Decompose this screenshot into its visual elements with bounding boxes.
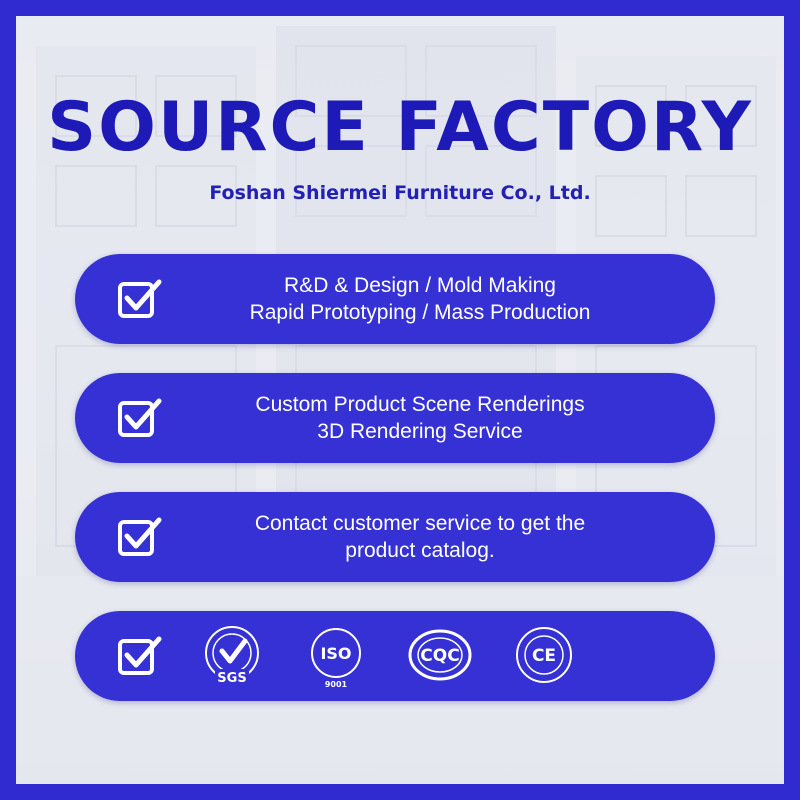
certifications-pill: SGS ISO 9001 CQC CE [75,611,715,701]
feature-line: 3D Rendering Service [317,420,523,443]
checkbox-check-icon [118,636,162,675]
ce-icon: CE [516,627,572,683]
checkbox-check-icon [118,517,162,556]
certification-logos: SGS ISO 9001 CQC CE [195,623,581,689]
page-title: SOURCE FACTORY [47,88,753,167]
feature-pill-catalog: Contact customer service to get the prod… [75,492,715,582]
feature-line: product catalog. [345,539,495,562]
feature-line: R&D & Design / Mold Making [284,274,556,297]
iso-9001-icon: ISO 9001 [311,628,361,689]
company-name: Foshan Shiermei Furniture Co., Ltd. [209,182,591,204]
feature-pill-rendering: Custom Product Scene Renderings 3D Rende… [75,373,715,463]
checkbox-check-icon [118,398,162,437]
cert-sublabel: 9001 [325,680,348,689]
sgs-product-certification-icon: SGS [205,626,259,686]
cert-label: SGS [217,671,246,686]
checkbox-check-icon [118,279,162,318]
cert-label: CE [532,646,556,666]
feature-pill-rd: R&D & Design / Mold Making Rapid Prototy… [75,254,715,344]
feature-line: Custom Product Scene Renderings [255,393,585,416]
cert-label: ISO [320,644,351,663]
feature-line: Contact customer service to get the [254,512,586,535]
cqc-icon: CQC [408,629,472,681]
cert-label: CQC [420,646,459,666]
feature-line: Rapid Prototyping / Mass Production [249,301,591,324]
